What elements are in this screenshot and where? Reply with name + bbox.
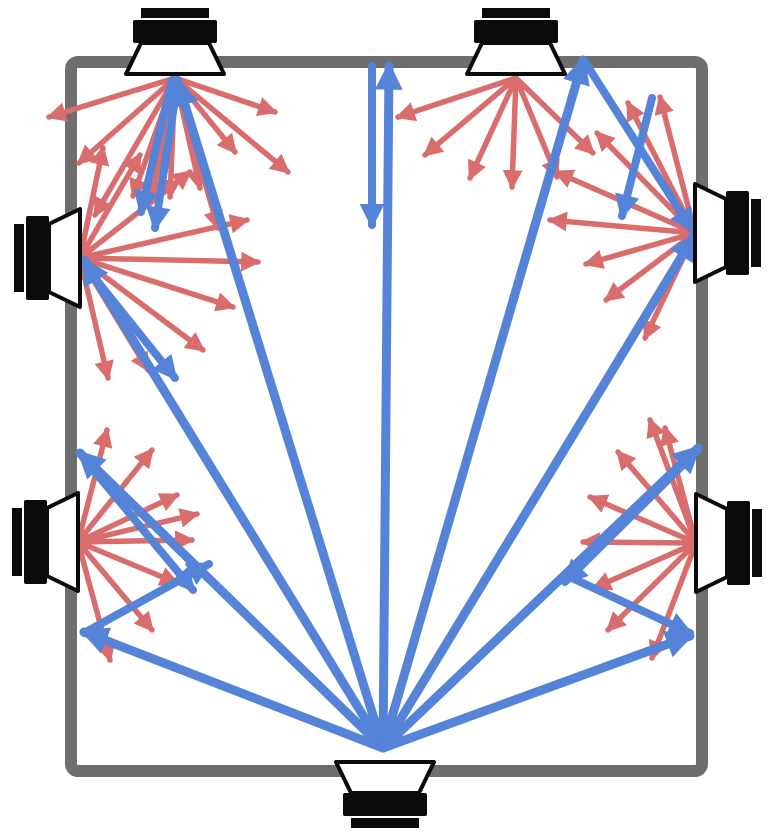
speaker-right-upper [693, 182, 761, 284]
speakers-layer [12, 8, 762, 828]
speaker-bottom-center [334, 760, 436, 828]
speaker-top-left [124, 8, 226, 76]
blue-reflection-rays [77, 58, 702, 637]
blue-direct-rays [75, 55, 703, 753]
speaker-right-lower [694, 492, 762, 594]
direct-sound-arrows [75, 55, 703, 753]
red-fan-top-right [395, 75, 596, 190]
speaker-left-upper [14, 207, 82, 309]
speaker-top-right [465, 8, 567, 76]
speaker-left-lower [12, 491, 80, 593]
red-fan-right-lower [580, 417, 699, 661]
